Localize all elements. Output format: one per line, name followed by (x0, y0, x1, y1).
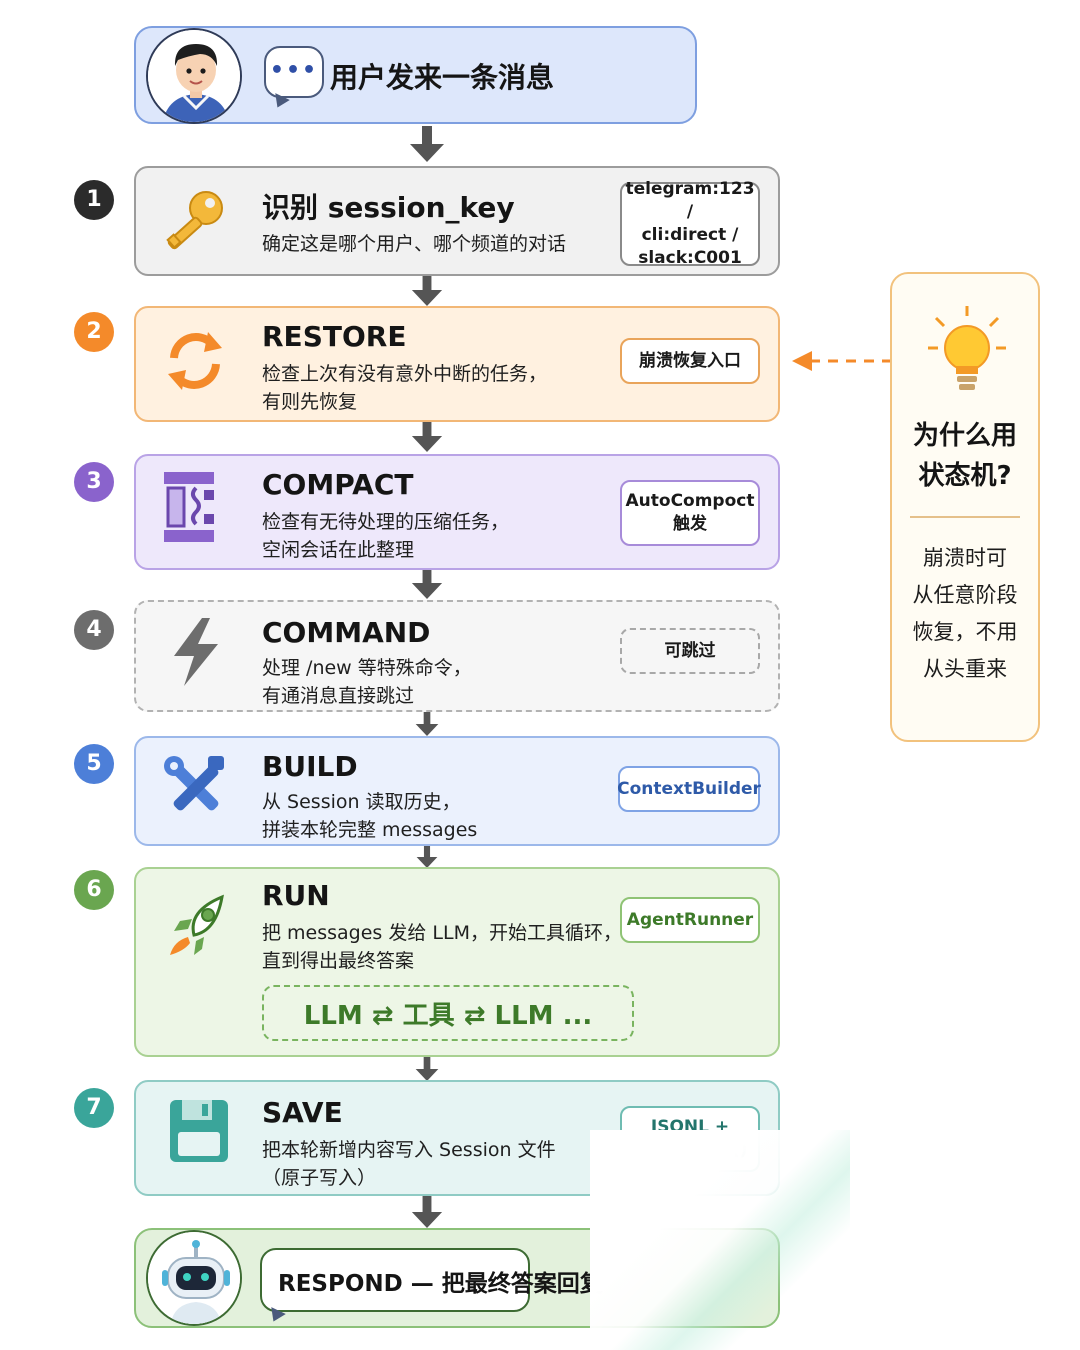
key-icon (166, 191, 223, 250)
user-avatar (146, 28, 242, 124)
step-description: 确定这是哪个用户、哪个频道的对话 (262, 233, 567, 255)
step-compact: COMPACT 检查有无待处理的压缩任务， 空闲会话在此整理 AutoCompo… (134, 454, 780, 570)
arrow-down-icon (411, 420, 443, 452)
chat-bubble-icon (260, 1248, 530, 1312)
step-number: 3 (74, 462, 114, 502)
compress-icon (164, 472, 214, 542)
robot-avatar (146, 1230, 242, 1326)
step-title: BUILD (262, 750, 358, 783)
step-number: 2 (74, 312, 114, 352)
respond-box: RESPOND — 把最终答案回复 (134, 1228, 780, 1328)
step-tag: 崩溃恢复入口 (620, 338, 760, 384)
arrow-down-icon (416, 846, 438, 868)
step-title: COMPACT (262, 468, 414, 501)
arrow-down-icon (411, 1196, 443, 1228)
lightbulb-icon (928, 306, 1006, 390)
tools-icon (164, 756, 224, 811)
step-title: SAVE (262, 1096, 343, 1129)
side-note-why-state-machine: 为什么用 状态机? 崩溃时可 从任意阶段 恢复，不用 从头重来 (890, 272, 1040, 742)
step-save: SAVE 把本轮新增内容写入 Session 文件 （原子写入） JSONL +… (134, 1080, 780, 1196)
lightning-icon (174, 618, 218, 686)
step-tag: telegram:123 / cli:direct / slack:C001 (620, 179, 760, 268)
step-number: 6 (74, 870, 114, 910)
divider (910, 516, 1020, 518)
arrow-down-icon (410, 126, 444, 162)
step-build: BUILD 从 Session 读取历史， 拼装本轮完整 messages Co… (134, 736, 780, 846)
step-title: RUN (262, 879, 330, 912)
step-command: COMMAND 处理 /new 等特殊命令， 有通消息直接跳过 可跳过 (134, 600, 780, 712)
step-description: 把本轮新增内容写入 Session 文件 （原子写入） (262, 1139, 556, 1189)
step-title: COMMAND (262, 616, 431, 649)
step-number: 4 (74, 610, 114, 650)
arrow-down-icon (411, 567, 443, 599)
floppy-icon (170, 1100, 228, 1162)
user-message-box: ••• 用户发来一条消息 (134, 26, 697, 124)
step-restore: RESTORE 检查上次有没有意外中断的任务， 有则先恢复 崩溃恢复入口 (134, 306, 780, 422)
step-run: RUN 把 messages 发给 LLM，开始工具循环， 直到得出最终答案 A… (134, 867, 780, 1057)
dashed-arrow-left-icon (792, 351, 890, 371)
step-description: 处理 /new 等特殊命令， 有通消息直接跳过 (262, 657, 472, 707)
step-title: 识别 session_key (262, 191, 515, 224)
step-description: 从 Session 读取历史， 拼装本轮完整 messages (262, 791, 478, 841)
refresh-icon (168, 332, 222, 390)
step-description: 把 messages 发给 LLM，开始工具循环， 直到得出最终答案 (262, 922, 622, 972)
tool-loop: LLM ⇄ 工具 ⇄ LLM ... (262, 985, 634, 1041)
step-number: 1 (74, 180, 114, 220)
arrow-down-icon (411, 274, 443, 306)
step-description: 检查上次有没有意外中断的任务， 有则先恢复 (262, 363, 548, 413)
step-tag: ContextBuilder (617, 766, 761, 812)
step-identify-session: 识别 session_key 确定这是哪个用户、哪个频道的对话 telegram… (134, 166, 780, 276)
step-number: 7 (74, 1088, 114, 1128)
step-tag: AgentRunner (620, 897, 760, 943)
step-number: 5 (74, 744, 114, 784)
arrow-down-icon (415, 712, 439, 736)
side-note-title: 为什么用 状态机? (912, 421, 1017, 491)
step-tag: 可跳过 (620, 628, 760, 674)
user-message-text: 用户发来一条消息 (330, 61, 555, 94)
step-title: RESTORE (262, 320, 407, 353)
step-description: 检查有无待处理的压缩任务， 空闲会话在此整理 (262, 511, 510, 561)
step-tag: AutoCompoct 触发 (620, 480, 760, 546)
respond-text: RESPOND — 把最终答案回复 (278, 1271, 603, 1297)
step-tag: JSONL + os.replace() (620, 1106, 760, 1172)
rocket-icon (170, 894, 224, 955)
side-note-body: 崩溃时可 从任意阶段 恢复，不用 从头重来 (912, 546, 1018, 681)
arrow-down-icon (415, 1057, 439, 1081)
chat-bubble-icon: ••• (264, 46, 324, 98)
